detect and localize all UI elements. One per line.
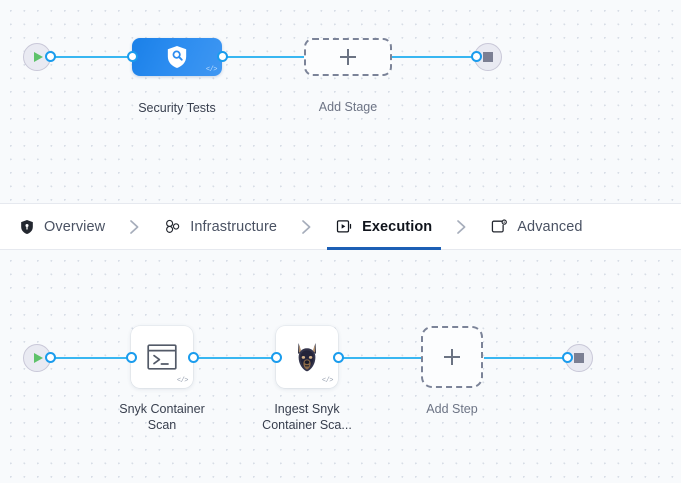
gear-card-icon	[491, 218, 508, 235]
code-badge-icon: </>	[176, 377, 189, 385]
wire-start-to-snyk-scan	[48, 357, 134, 359]
add-step-button[interactable]	[421, 326, 483, 388]
step-node-snyk-container-scan[interactable]: </>	[131, 326, 193, 388]
step-node-ingest-snyk-container-scan[interactable]: </>	[276, 326, 338, 388]
tab-label-infrastructure: Infrastructure	[190, 218, 278, 235]
code-badge-icon: </>	[321, 377, 334, 385]
tab-label-execution: Execution	[362, 218, 433, 235]
stop-icon	[574, 353, 584, 363]
plus-icon-vertical	[347, 49, 349, 65]
stage-end-port[interactable]	[471, 51, 482, 62]
chevron-right-icon-1	[105, 219, 164, 235]
stop-icon	[483, 52, 493, 62]
stage-node-label-security-tests: Security Tests	[138, 101, 216, 115]
tab-execution[interactable]: Execution	[327, 203, 442, 250]
wire-ingest-to-add-step	[340, 357, 422, 359]
snyk-doberman-icon	[298, 343, 316, 372]
step-start-port[interactable]	[45, 352, 56, 363]
play-icon	[34, 353, 43, 363]
tab-infrastructure[interactable]: Infrastructure	[164, 203, 277, 250]
snyk-scan-input-port[interactable]	[126, 352, 137, 363]
wire-snyk-scan-to-ingest	[196, 357, 282, 359]
step-end-port[interactable]	[562, 352, 573, 363]
wire-add-step-to-end	[484, 357, 568, 359]
add-stage-label: Add Stage	[318, 100, 378, 114]
ingest-input-port[interactable]	[271, 352, 282, 363]
shield-icon	[18, 218, 35, 235]
chevron-right-icon-3	[432, 219, 491, 235]
terminal-icon	[147, 344, 177, 370]
stage-node-security-tests[interactable]: </>	[132, 38, 222, 76]
play-square-icon	[336, 218, 353, 235]
step-canvas[interactable]: </> Snyk Container Scan </> Inge	[0, 250, 681, 483]
tab-overview[interactable]: Overview	[18, 203, 105, 250]
step-node-label-snyk-container-scan: Snyk Container Scan	[119, 402, 205, 432]
chevron-right-icon-2	[277, 219, 336, 235]
plus-icon-vertical	[451, 349, 453, 365]
tab-label-advanced: Advanced	[517, 218, 583, 235]
stage-canvas[interactable]: </> Security Tests Add Stage	[0, 0, 681, 203]
add-step-label: Add Step	[426, 402, 478, 416]
ingest-output-port[interactable]	[333, 352, 344, 363]
step-node-label-ingest-snyk-container-scan: Ingest Snyk Container Sca...	[262, 402, 352, 432]
play-icon	[34, 52, 43, 62]
stage-start-port[interactable]	[45, 51, 56, 62]
shield-search-icon	[167, 46, 187, 68]
add-stage-button[interactable]	[304, 38, 392, 76]
tab-advanced[interactable]: Advanced	[491, 203, 582, 250]
stage-node-input-port[interactable]	[127, 51, 138, 62]
cluster-nodes-icon	[164, 218, 181, 235]
snyk-scan-output-port[interactable]	[188, 352, 199, 363]
wire-security-tests-to-add-stage	[222, 56, 304, 58]
stage-node-output-port[interactable]	[217, 51, 228, 62]
tab-label-overview: Overview	[44, 218, 106, 235]
wire-add-stage-to-end	[391, 56, 476, 58]
code-badge-icon: </>	[205, 66, 218, 74]
wire-start-to-security-tests	[48, 56, 134, 58]
pipeline-tab-bar: Overview Infrastructure	[0, 203, 681, 250]
